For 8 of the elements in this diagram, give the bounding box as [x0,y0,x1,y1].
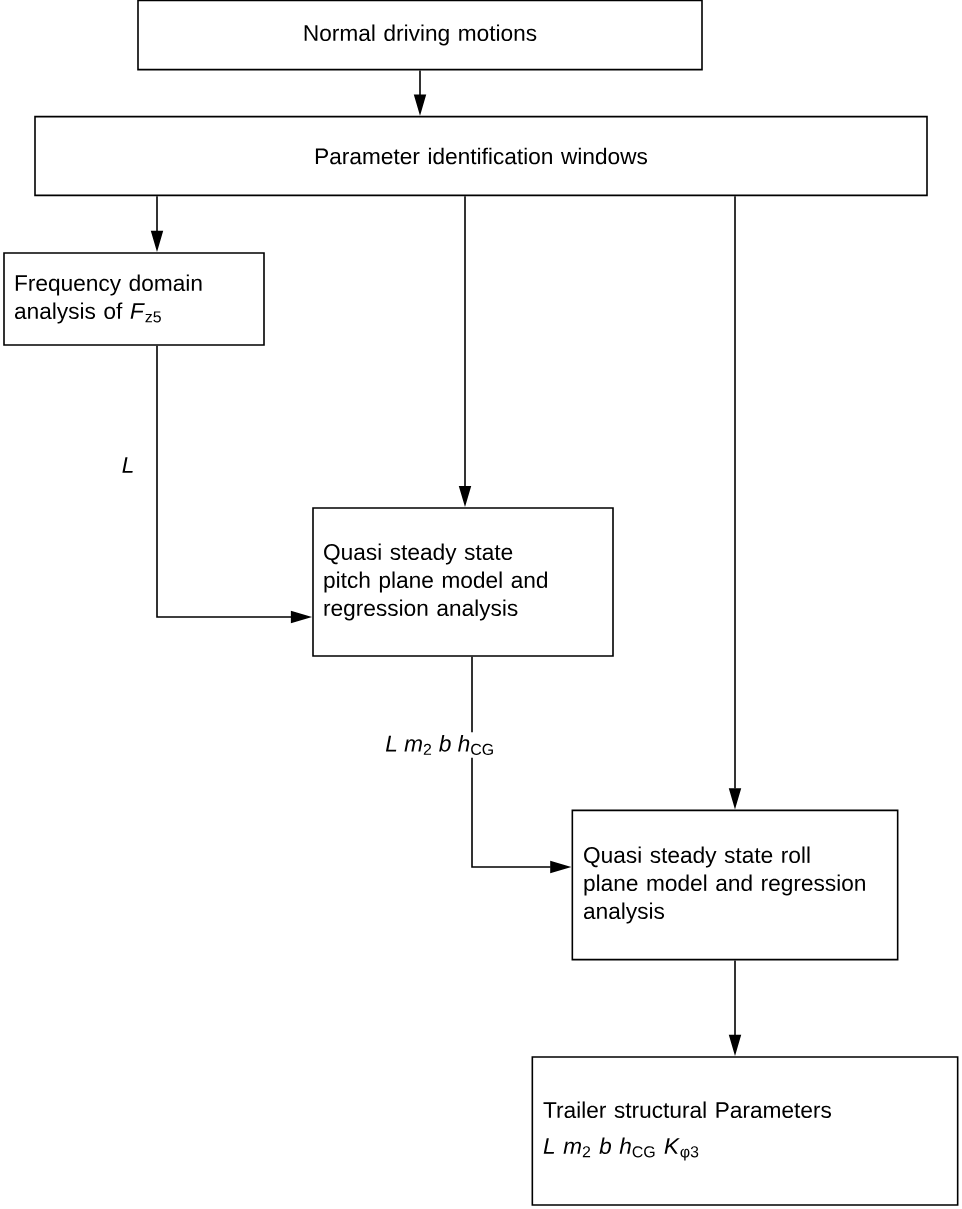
process-box: Quasi steady state roll plane model and regression analysis [571,809,899,961]
process-box: Parameter identification windows [34,115,928,197]
edge-label: L [119,454,137,476]
edge-label: L m$_{2}$ b h$_{CG}$ [382,732,498,758]
process-box: Frequency domain analysis of F$_{z5}$ [3,252,265,346]
process-box: Quasi steady state pitch plane model and regression analysis [312,507,614,657]
process-box: Trailer structural Parameters L m$_{2}$ b h$_{CG}$ K$_{φ3}$ [531,1056,959,1206]
process-box: Normal driving motions [137,0,703,71]
